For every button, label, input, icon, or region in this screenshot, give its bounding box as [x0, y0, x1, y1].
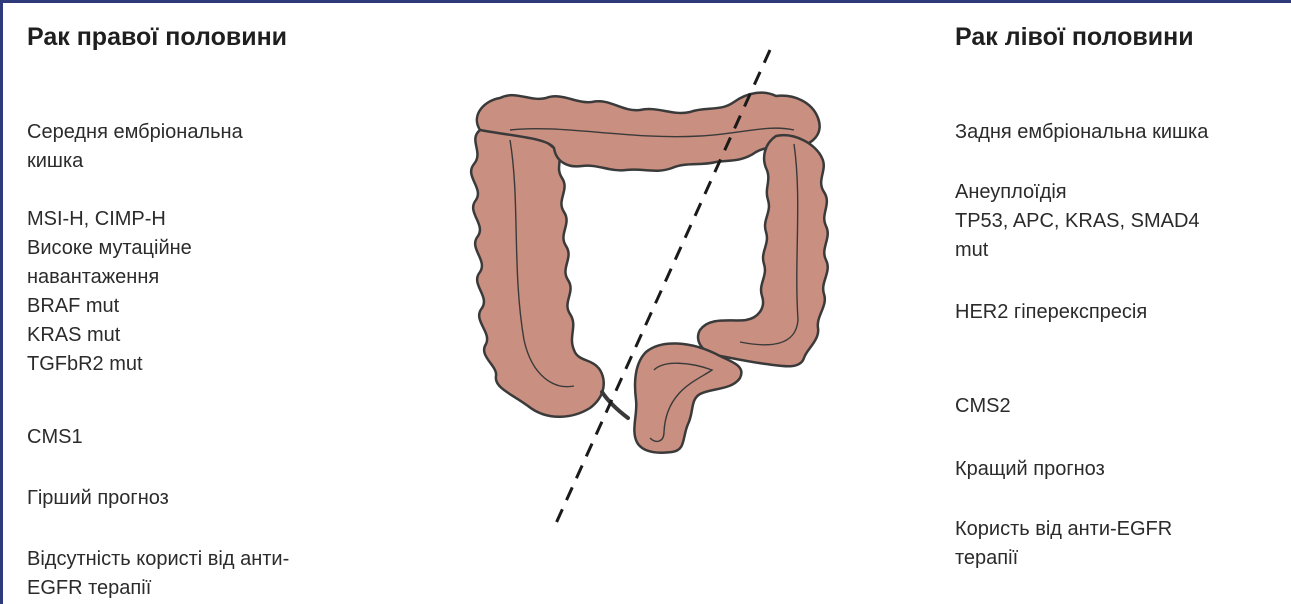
right-group-cms: CMS1: [27, 423, 83, 452]
text-line: EGFR терапії: [27, 574, 289, 603]
text-line: HER2 гіперекспресія: [955, 298, 1147, 327]
text-line: Задня ембріональна кишка: [955, 118, 1208, 147]
left-group-therapy: Користь від анти-EGFR терапії: [955, 515, 1172, 573]
text-line: TGFbR2 mut: [27, 350, 192, 379]
text-line: Гірший прогноз: [27, 484, 169, 513]
text-line: CMS1: [27, 423, 83, 452]
left-group-cms: CMS2: [955, 392, 1011, 421]
colon-shape: [471, 93, 828, 453]
text-line: терапії: [955, 544, 1172, 573]
left-group-prognosis: Кращий прогноз: [955, 455, 1105, 484]
text-line: Користь від анти-EGFR: [955, 515, 1172, 544]
text-line: навантаження: [27, 263, 192, 292]
text-line: Анеуплоїдія: [955, 178, 1200, 207]
text-line: CMS2: [955, 392, 1011, 421]
text-line: кишка: [27, 147, 243, 176]
text-line: Кращий прогноз: [955, 455, 1105, 484]
text-line: Відсутність користі від анти-: [27, 545, 289, 574]
right-side-heading: Рак правої половини: [27, 23, 287, 52]
colon-illustration-icon: [450, 40, 870, 540]
right-group-molecular: MSI-H, CIMP-H Високе мутаційне навантаже…: [27, 205, 192, 379]
appendix-shape: [602, 392, 628, 418]
left-group-embryo: Задня ембріональна кишка: [955, 118, 1208, 147]
left-side-heading: Рак лівої половини: [955, 23, 1194, 52]
text-line: KRAS mut: [27, 321, 192, 350]
text-line: BRAF mut: [27, 292, 192, 321]
right-group-prognosis: Гірший прогноз: [27, 484, 169, 513]
left-group-her2: HER2 гіперекспресія: [955, 298, 1147, 327]
left-group-molecular: Анеуплоїдія TP53, APC, KRAS, SMAD4 mut: [955, 178, 1200, 265]
text-line: TP53, APC, KRAS, SMAD4: [955, 207, 1200, 236]
text-line: Середня ембріональна: [27, 118, 243, 147]
right-group-embryo: Середня ембріональна кишка: [27, 118, 243, 176]
right-group-therapy: Відсутність користі від анти- EGFR терап…: [27, 545, 289, 603]
text-line: mut: [955, 236, 1200, 265]
text-line: MSI-H, CIMP-H: [27, 205, 192, 234]
text-line: Високе мутаційне: [27, 234, 192, 263]
